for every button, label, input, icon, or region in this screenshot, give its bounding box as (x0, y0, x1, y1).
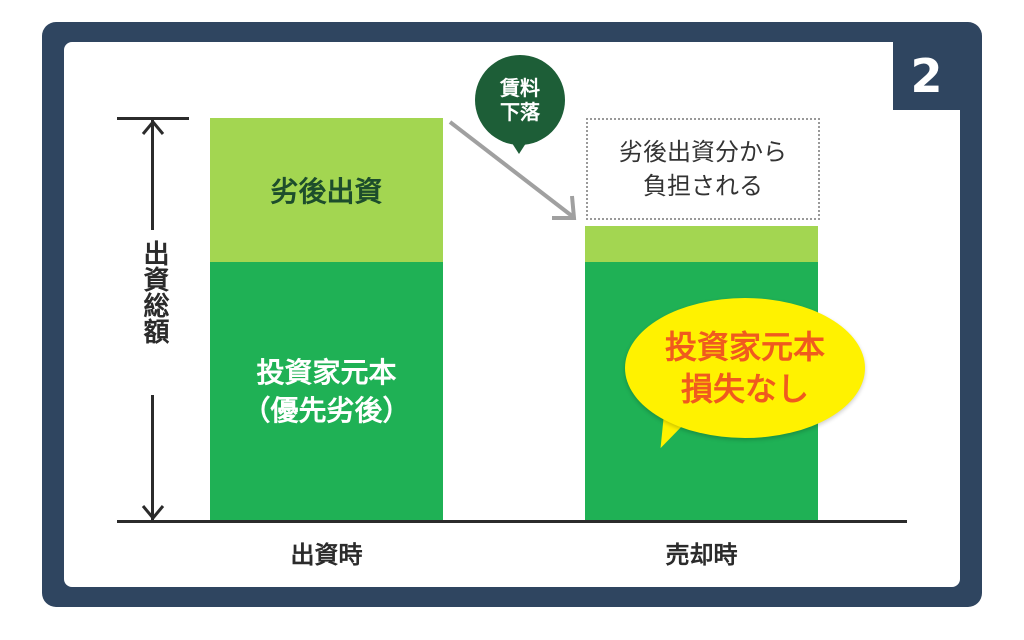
rent-bubble-line1: 賃料 (500, 76, 540, 100)
axis-label-total-investment: 出資総額 (136, 240, 170, 354)
dimension-line-bottom (151, 395, 154, 520)
bar-at-investment-subordinate: 劣後出資 (210, 118, 443, 262)
subordinate-label: 劣後出資 (270, 175, 383, 208)
step-badge: 2 (893, 42, 960, 110)
decline-arrow-icon (448, 120, 577, 220)
axis-label-text: 出資総額 (139, 240, 169, 344)
dimension-arrow-icon (141, 119, 165, 521)
principal-priority-label: （優先劣後） (242, 393, 411, 427)
top-tick (117, 117, 189, 120)
bar-at-investment-principal: 投資家元本 （優先劣後） (210, 262, 443, 521)
bar-at-sale-subordinate (585, 226, 818, 262)
x-label-investment: 出資時 (290, 541, 363, 569)
baseline (117, 520, 907, 523)
rent-bubble-tail (510, 140, 528, 154)
callout-line2: 損失なし (680, 370, 809, 408)
principal-label: 投資家元本 (256, 355, 397, 389)
rent-decline-bubble: 賃料 下落 (475, 55, 565, 145)
rent-bubble-line2: 下落 (500, 100, 540, 124)
note-line1: 劣後出資分から (619, 138, 787, 166)
x-label-sale: 売却時 (665, 541, 738, 569)
dimension-line-top (151, 120, 154, 230)
callout-line1: 投資家元本 (664, 328, 825, 366)
note-line2: 負担される (643, 172, 763, 200)
no-loss-callout: 投資家元本 損失なし (625, 298, 865, 438)
note-box: 劣後出資分から 負担される (586, 118, 820, 220)
